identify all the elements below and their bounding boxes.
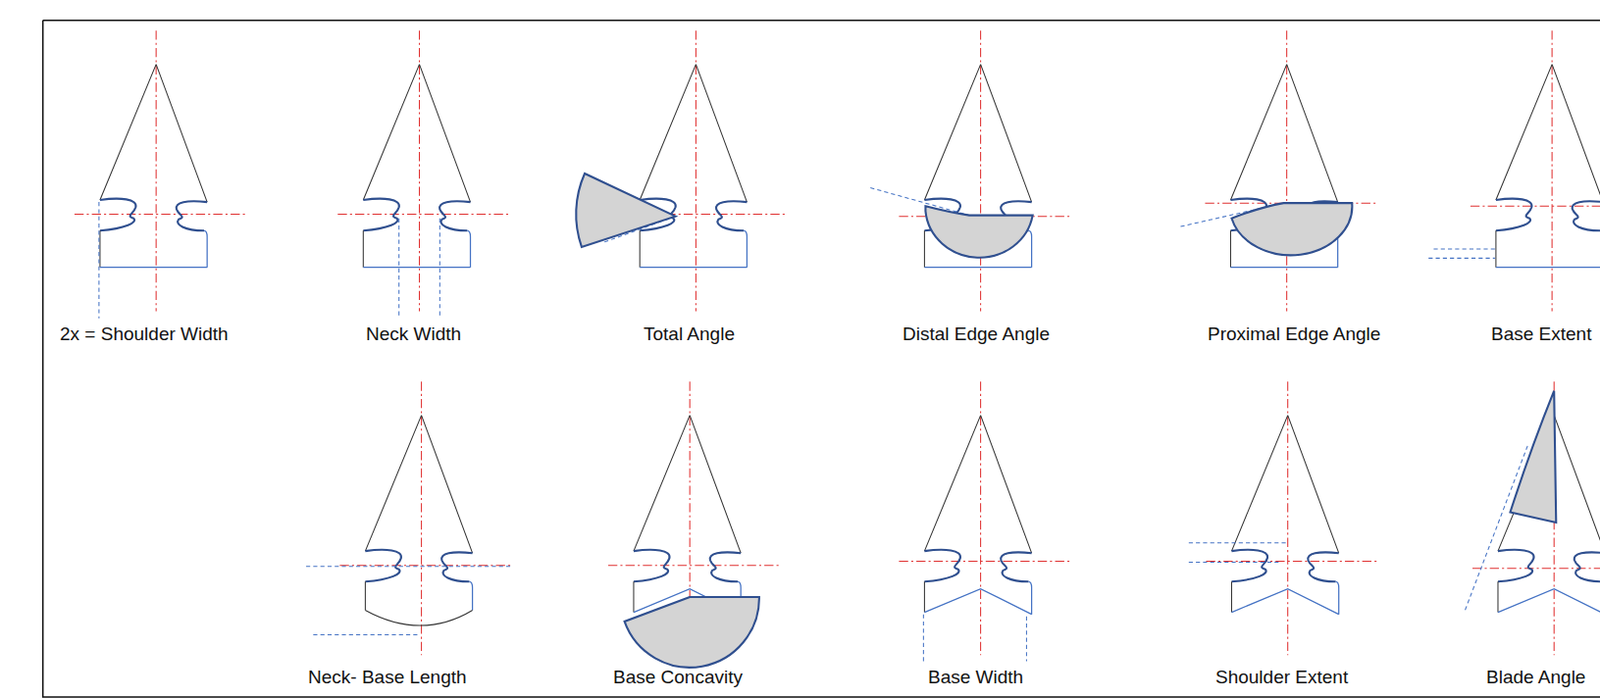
blade-edge: [364, 610, 472, 626]
center-axis: [1286, 30, 1288, 311]
blade-edge: [1496, 64, 1600, 204]
blade-edge: [924, 64, 1032, 204]
base-edge: [1336, 581, 1340, 615]
blade-edge: [633, 415, 741, 555]
blade-edge: [639, 64, 747, 204]
base-edge: [1029, 230, 1033, 267]
center-axis: [420, 381, 422, 656]
base-edge: [1231, 589, 1339, 616]
notch-curve: [1496, 199, 1533, 232]
measure-label: Total Angle: [643, 324, 735, 346]
measure-line: [399, 218, 441, 319]
measure-label: Proximal Edge Angle: [1207, 324, 1381, 346]
base-edge: [362, 266, 470, 268]
blade-edge: [364, 415, 472, 555]
notch-curve: [1307, 552, 1339, 582]
center-axis: [339, 565, 512, 567]
measure-line: [870, 188, 970, 216]
angle-sector: [925, 206, 1033, 259]
measure-line: [1428, 249, 1496, 259]
blade-edge: [1231, 581, 1233, 613]
center-axis: [1470, 206, 1600, 207]
base-edge: [924, 266, 1032, 268]
base-edge: [1029, 581, 1033, 615]
center-axis: [608, 565, 780, 567]
blade-edge: [1230, 230, 1232, 267]
measure-label: Neck- Base Length: [308, 668, 467, 689]
blade-edge: [1495, 230, 1497, 267]
measure-line: [306, 567, 511, 636]
center-axis: [1205, 561, 1378, 563]
measure-line: [98, 202, 100, 319]
center-axis: [898, 561, 1071, 563]
center-axis: [418, 30, 420, 311]
blade-edge: [1496, 581, 1498, 613]
measure-label: Base Width: [928, 668, 1024, 689]
outer-frame: [43, 20, 1600, 698]
blade-edge: [362, 64, 470, 204]
base-edge: [1497, 589, 1600, 616]
base-edge: [1496, 266, 1600, 268]
measure-label: Base Concavity: [613, 668, 743, 689]
notch-curve: [100, 199, 137, 232]
blade-edge: [364, 581, 366, 611]
notch-curve: [1572, 201, 1600, 231]
center-axis: [1551, 30, 1553, 311]
measure-label: Distal Edge Angle: [902, 324, 1050, 346]
blade-edge: [1231, 415, 1339, 555]
measure-line: [1464, 446, 1528, 614]
notch-curve: [1231, 550, 1268, 583]
base-edge: [100, 266, 207, 268]
notch-curve: [924, 550, 961, 583]
notch-curve: [633, 550, 671, 583]
blade-edge: [924, 581, 926, 613]
measure-label: Neck Width: [365, 324, 462, 346]
base-edge: [924, 589, 1032, 616]
notch-curve: [441, 552, 472, 582]
notch-curve: [362, 199, 400, 232]
measure-label: Blade Angle: [1486, 668, 1586, 689]
measure-label: 2x = Shoulder Width: [59, 324, 229, 346]
notch-curve: [716, 201, 747, 231]
blade-edge: [362, 230, 364, 267]
angle-sector: [575, 173, 675, 248]
base-edge: [743, 230, 747, 267]
blade-edge: [924, 415, 1032, 555]
angle-sector: [1231, 203, 1352, 256]
center-axis: [155, 30, 157, 311]
blade-edge: [924, 230, 926, 267]
measure-label: Shoulder Extent: [1215, 668, 1348, 689]
center-axis: [337, 213, 510, 215]
base-edge: [468, 581, 472, 611]
base-edge: [1230, 266, 1338, 268]
measure-line: [923, 615, 1027, 663]
center-axis: [980, 381, 981, 656]
base-edge: [639, 266, 747, 268]
notch-curve: [1497, 550, 1535, 583]
blade-edge: [99, 230, 101, 267]
center-axis: [74, 213, 247, 215]
angle-sector: [1509, 391, 1556, 523]
center-axis: [980, 30, 981, 311]
measure-line: [1188, 543, 1287, 564]
notch-curve: [1574, 552, 1600, 582]
blade-edge: [639, 230, 641, 267]
blade-edge: [1230, 64, 1338, 204]
blade-edge: [632, 581, 634, 613]
base-edge: [466, 230, 470, 267]
base-edge: [204, 230, 207, 267]
notch-curve: [176, 201, 207, 231]
notch-curve: [1000, 552, 1032, 582]
center-axis: [695, 30, 697, 311]
notch-curve: [364, 550, 402, 583]
notch-curve: [710, 552, 741, 582]
measure-label: Base Extent: [1491, 324, 1592, 346]
notch-curve: [439, 201, 470, 231]
angle-sector: [624, 597, 760, 669]
blade-edge: [100, 64, 207, 204]
center-axis: [1287, 381, 1289, 656]
